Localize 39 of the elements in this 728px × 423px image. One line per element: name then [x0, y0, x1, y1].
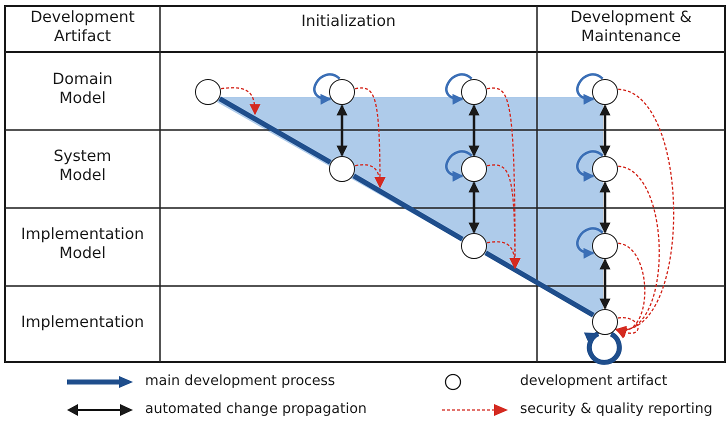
arrow [576, 150, 604, 181]
double-arrow [336, 104, 348, 157]
arrow [615, 166, 660, 335]
connector-line [484, 250, 595, 318]
row-header: Implementation [20, 313, 146, 332]
artifact-circle [328, 78, 354, 104]
artifact-circle [592, 308, 618, 334]
double-arrow [468, 181, 480, 234]
double-arrow [600, 181, 610, 234]
arrow [576, 73, 604, 104]
legend-text: development artifact [520, 373, 668, 389]
column-header: Initialization [300, 12, 397, 31]
double-arrow [600, 258, 610, 310]
arrow [313, 73, 340, 104]
legend-text: automated change propagation [145, 401, 367, 417]
arrow [445, 73, 472, 104]
connector-line [218, 96, 332, 164]
double-arrow [600, 104, 610, 157]
arrow [355, 164, 386, 188]
arrow [584, 331, 622, 365]
connector-line [352, 174, 464, 242]
legend-text: main development process [145, 373, 336, 389]
artifact-circle [460, 78, 486, 104]
column-header: Development & Maintenance [569, 8, 693, 46]
artifact-circle [194, 78, 220, 104]
arrow [615, 317, 639, 338]
double-arrow [468, 104, 480, 157]
arrow [615, 88, 674, 334]
arrow [445, 150, 472, 181]
arrow [221, 87, 260, 116]
row-header: Implementation Model [20, 225, 146, 263]
artifact-circle [592, 78, 618, 104]
arrow [487, 241, 520, 270]
row-header: Domain Model [51, 70, 114, 108]
row-header: System Model [52, 147, 112, 185]
arrow [576, 227, 604, 258]
legend-text: security & quality reporting [520, 401, 712, 417]
arrow [615, 242, 646, 336]
column-header: Development Artifact [29, 8, 136, 46]
